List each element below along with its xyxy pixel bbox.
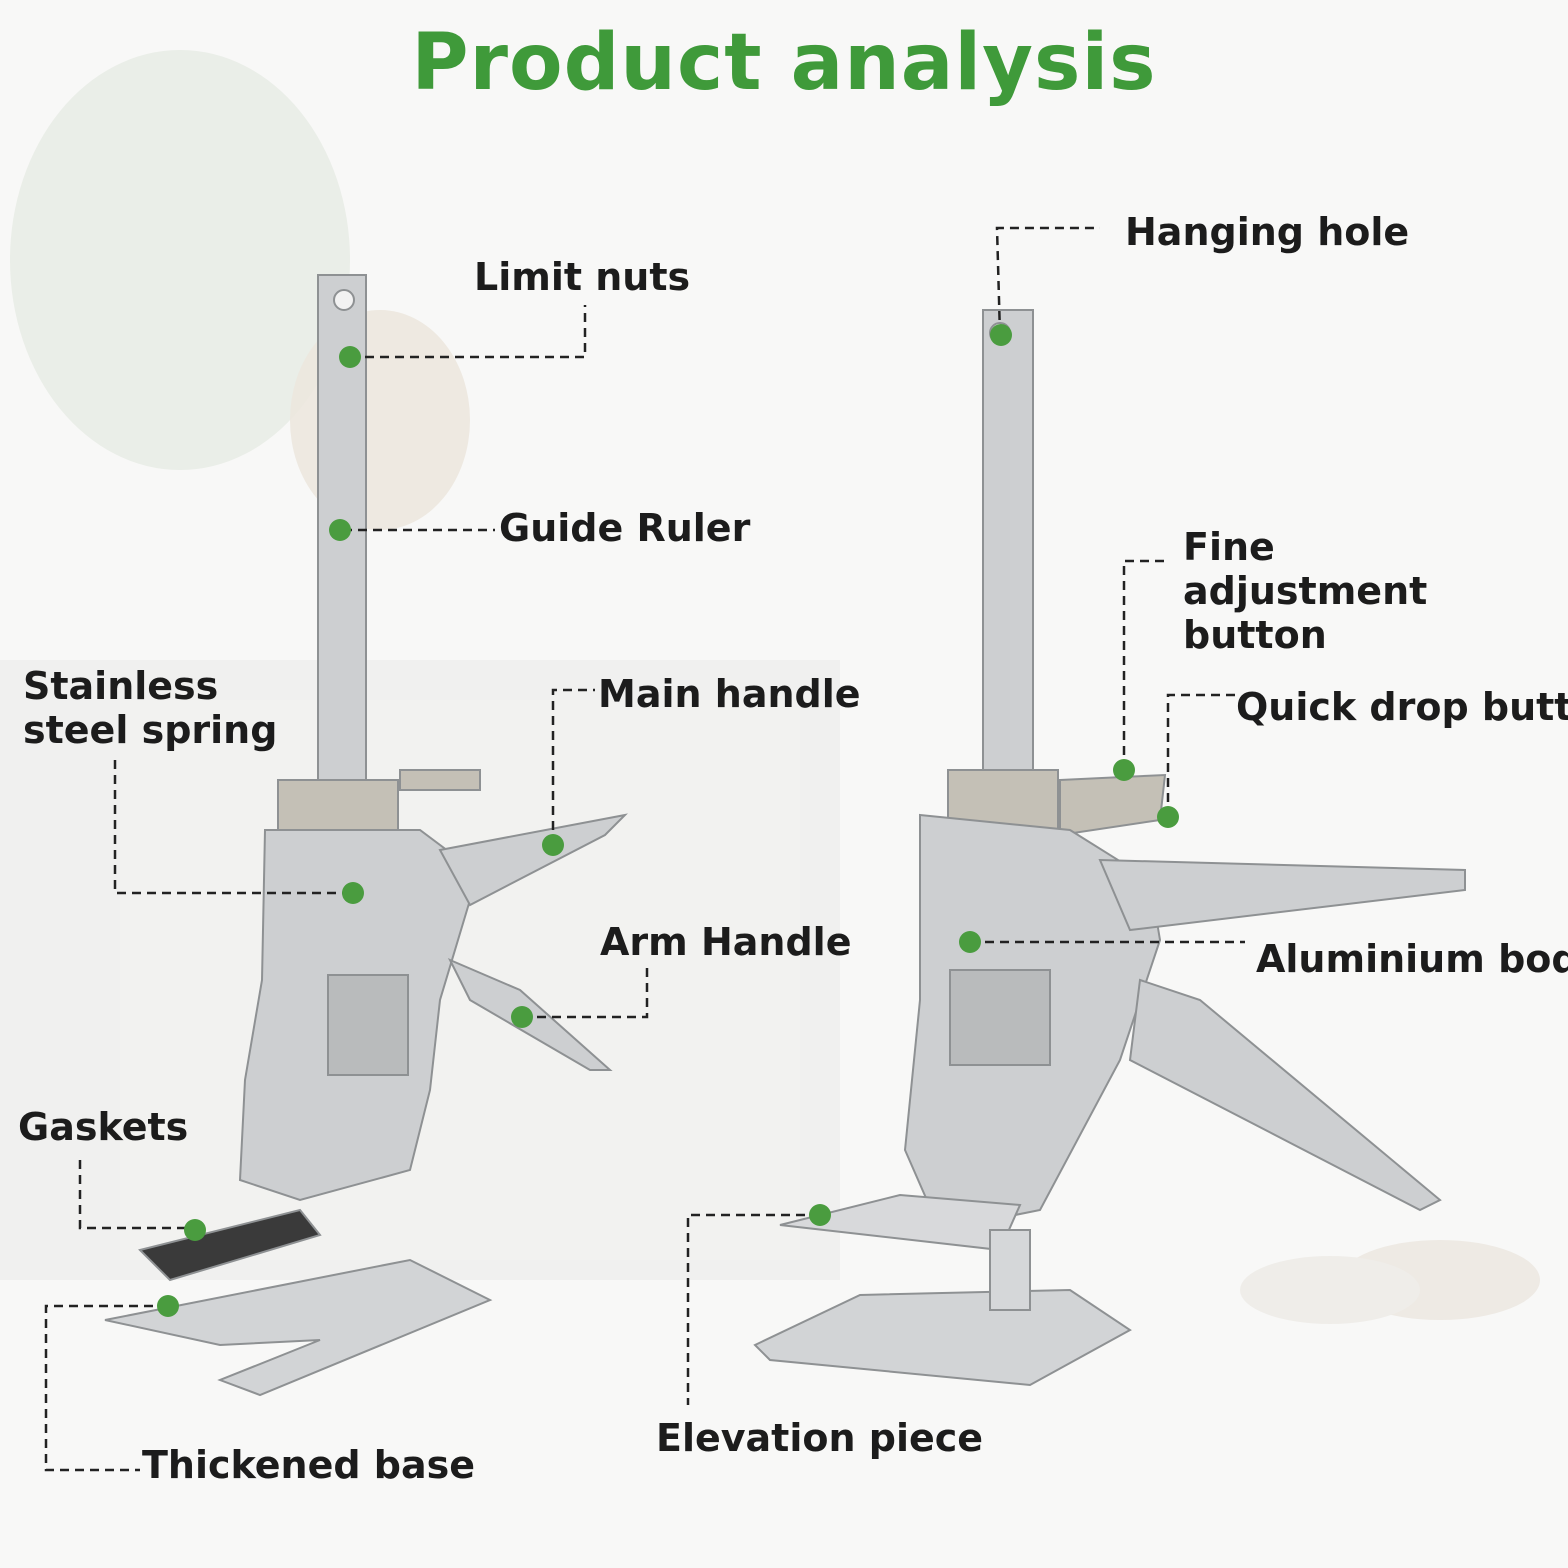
dot-main-handle [542, 834, 564, 856]
dot-gaskets [184, 1219, 206, 1241]
dot-fine-adjustment [1113, 759, 1135, 781]
label-arm-handle: Arm Handle [600, 920, 852, 964]
leader-fine-adjustment [1122, 559, 1168, 770]
leader-arm-handle [522, 962, 649, 1019]
label-limit-nuts: Limit nuts [474, 255, 691, 299]
dot-stainless-spring [342, 882, 364, 904]
dot-arm-handle [511, 1006, 533, 1028]
label-gaskets: Gaskets [18, 1105, 189, 1149]
leader-thickened-base [44, 1304, 168, 1472]
label-aluminium-body: Aluminium body [1256, 937, 1568, 981]
label-quick-drop: Quick drop button [1236, 685, 1568, 729]
label-stainless-spring: Stainless steel spring [23, 664, 278, 752]
leader-gaskets [78, 1160, 195, 1230]
label-main-handle: Main handle [598, 672, 861, 716]
label-fine-adjustment: Fine adjustment button [1183, 525, 1428, 657]
dot-limit-nuts [339, 346, 361, 368]
dot-aluminium-body [959, 931, 981, 953]
label-elevation-piece: Elevation piece [656, 1416, 984, 1460]
leader-limit-nuts [350, 305, 587, 359]
leader-elevation-piece [686, 1213, 820, 1405]
dot-thickened-base [157, 1295, 179, 1317]
label-hanging-hole: Hanging hole [1125, 210, 1410, 254]
label-guide-ruler: Guide Ruler [499, 506, 751, 550]
dot-quick-drop [1157, 806, 1179, 828]
dot-guide-ruler [329, 519, 351, 541]
leader-main-handle [551, 688, 595, 845]
dot-hanging-hole [990, 324, 1012, 346]
page-title: Product analysis [411, 18, 1157, 108]
leader-quick-drop [1166, 693, 1238, 817]
leader-hanging-hole [995, 226, 1100, 336]
dot-elevation-piece [809, 1204, 831, 1226]
label-thickened-base: Thickened base [142, 1443, 476, 1487]
leader-stainless-spring [113, 760, 353, 895]
